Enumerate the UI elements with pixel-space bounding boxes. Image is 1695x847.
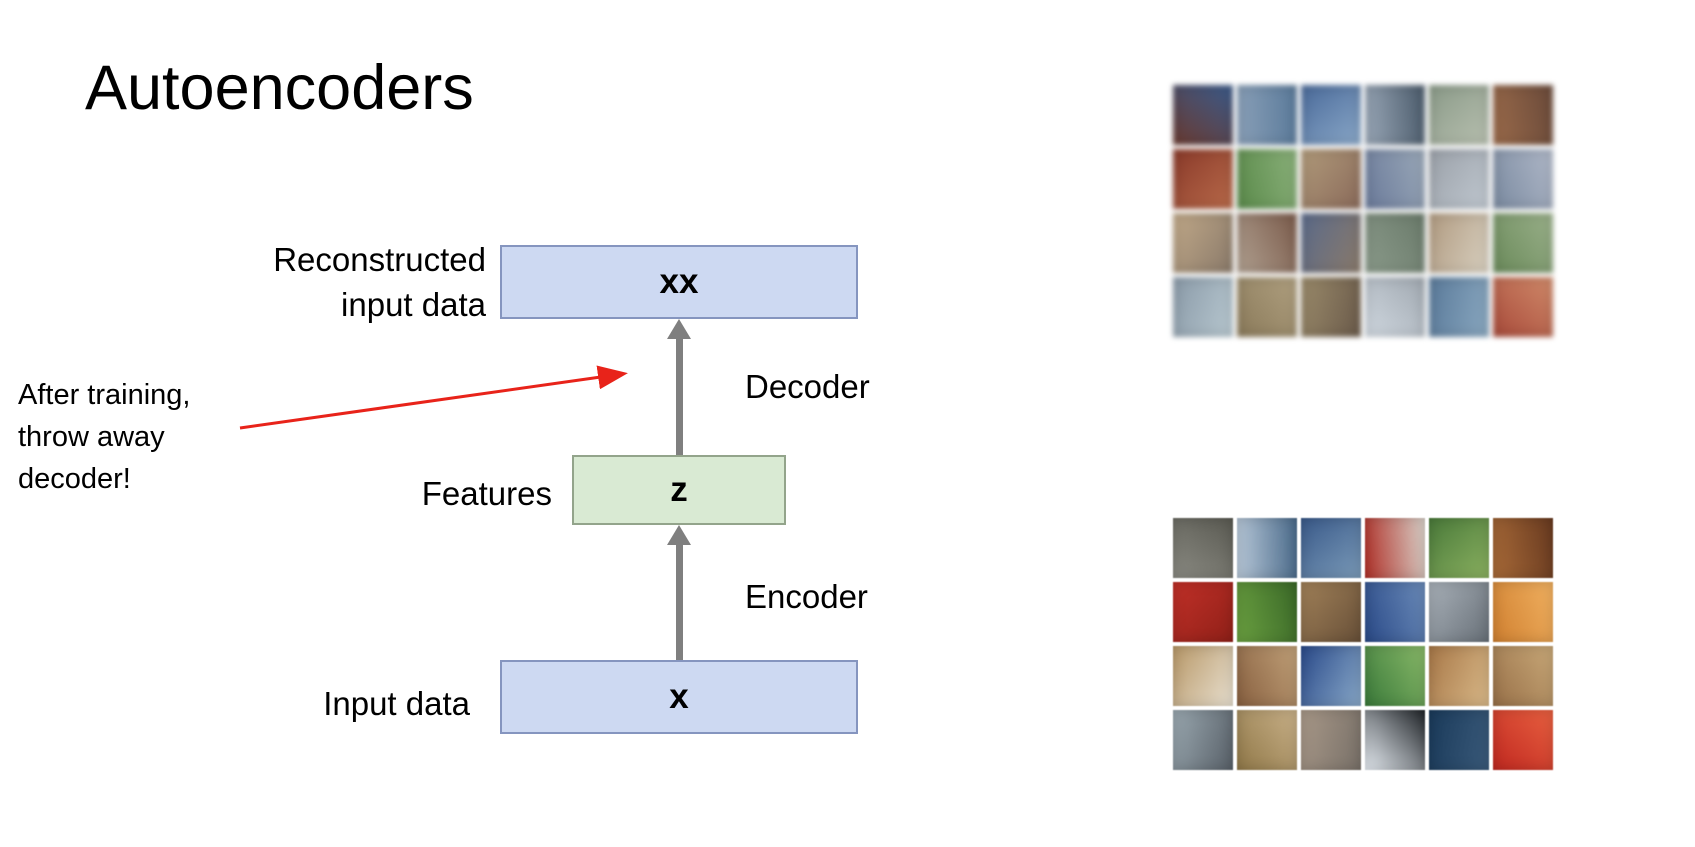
image-tile (1301, 710, 1361, 770)
annotation-red-arrow-icon (239, 365, 628, 430)
image-tile (1301, 518, 1361, 578)
image-tile (1493, 213, 1553, 273)
slide-title: Autoencoders (85, 53, 474, 123)
image-tile (1173, 582, 1233, 642)
image-tile (1237, 277, 1297, 337)
image-tile (1493, 149, 1553, 209)
encoder-arrow-head-icon (667, 525, 691, 545)
decoder-label: Decoder (745, 368, 870, 405)
image-tile (1237, 85, 1297, 145)
image-tile (1429, 710, 1489, 770)
image-tile (1237, 149, 1297, 209)
image-tile (1429, 85, 1489, 145)
image-tile (1173, 149, 1233, 209)
image-tile (1493, 518, 1553, 578)
features-box: z (572, 455, 786, 525)
image-tile (1173, 710, 1233, 770)
image-tile (1173, 277, 1233, 337)
image-tile (1429, 646, 1489, 706)
features-label: Features (421, 475, 552, 512)
image-tile (1173, 646, 1233, 706)
encoder-arrow-line (676, 543, 683, 660)
image-tile (1173, 85, 1233, 145)
image-tile (1429, 518, 1489, 578)
image-tile (1493, 277, 1553, 337)
encoder-label: Encoder (745, 578, 868, 615)
image-tile (1301, 149, 1361, 209)
decoder-arrow-line (676, 337, 683, 455)
reconstructed-label-line2: input data (341, 285, 486, 323)
image-tile (1429, 277, 1489, 337)
image-tile (1493, 85, 1553, 145)
decoder-arrow-head-icon (667, 319, 691, 339)
image-tile (1429, 213, 1489, 273)
image-tile (1237, 646, 1297, 706)
image-tile (1429, 149, 1489, 209)
image-tile (1365, 518, 1425, 578)
image-tile (1237, 582, 1297, 642)
reconstructed-label: Reconstructed input data (180, 238, 486, 327)
reconstructed-images-grid (1173, 85, 1553, 337)
image-tile (1365, 646, 1425, 706)
image-tile (1429, 582, 1489, 642)
features-box-label: z (670, 470, 688, 509)
input-data-box: x (500, 660, 858, 734)
input-box-label: x (669, 677, 689, 716)
image-tile (1365, 85, 1425, 145)
image-tile (1365, 710, 1425, 770)
image-tile (1365, 213, 1425, 273)
image-tile (1365, 277, 1425, 337)
image-tile (1237, 213, 1297, 273)
annotation-text: After training, throw away decoder! (18, 379, 191, 496)
image-tile (1365, 582, 1425, 642)
image-tile (1301, 646, 1361, 706)
image-tile (1493, 582, 1553, 642)
image-tile (1173, 213, 1233, 273)
image-tile (1365, 149, 1425, 209)
input-data-label: Input data (323, 685, 470, 722)
image-tile (1173, 518, 1233, 578)
reconstructed-label-line1: Reconstructed (273, 241, 486, 278)
image-tile (1493, 710, 1553, 770)
image-tile (1301, 85, 1361, 145)
image-tile (1301, 213, 1361, 273)
image-tile (1493, 646, 1553, 706)
reconstructed-data-box: xx (500, 245, 858, 319)
original-images-grid (1173, 518, 1553, 770)
image-tile (1301, 582, 1361, 642)
image-tile (1301, 277, 1361, 337)
reconstructed-box-label: xx (659, 262, 699, 301)
image-tile (1237, 518, 1297, 578)
image-tile (1237, 710, 1297, 770)
